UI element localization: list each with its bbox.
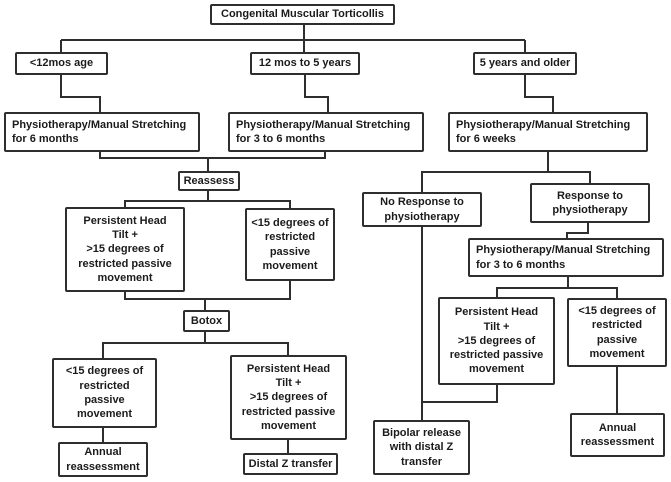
node-physio-6-weeks: Physiotherapy/Manual Stretching for 6 we… [448,112,648,152]
node-persistent-head-tilt-right: Persistent Head Tilt + >15 degrees of re… [438,297,555,385]
connector-persistent-right-merge [422,385,498,403]
node-no-response-physiotherapy: No Response to physiotherapy [362,192,482,227]
connector-response-physio [566,223,589,238]
node-age-12mos-to-5yrs: 12 mos to 5 years [250,52,360,75]
node-response-physiotherapy: Response to physiotherapy [530,183,650,223]
connector-botox-split [102,342,289,358]
connector-age2-physio [304,75,329,112]
node-annual-reassessment-left: Annual reassessment [58,442,148,477]
node-botox: Botox [183,310,230,332]
node-reassess: Reassess [178,171,240,191]
connector-physio-merge [99,152,326,159]
node-under-15-degrees-post-botox: <15 degrees of restricted passive moveme… [52,358,157,428]
node-under-15-degrees-mid: <15 degrees of restricted passive moveme… [245,208,335,281]
node-root: Congenital Muscular Torticollis [210,4,395,25]
node-age-5yrs-older: 5 years and older [473,52,577,75]
connector-response-split [421,171,591,192]
connector-right-split [496,287,618,298]
connector-age3-physio [524,75,554,112]
connector-age1-physio [60,75,101,112]
connector-reassess-split [124,200,291,208]
node-physio-3-6-months: Physiotherapy/Manual Stretching for 3 to… [228,112,424,152]
node-persistent-head-tilt-post-botox: Persistent Head Tilt + >15 degrees of re… [230,355,347,440]
node-persistent-head-tilt-mid: Persistent Head Tilt + >15 degrees of re… [65,207,185,292]
node-physio-3-6-months-right: Physiotherapy/Manual Stretching for 3 to… [468,238,664,277]
node-age-under-12mos: <12mos age [15,52,108,75]
node-under-15-degrees-right: <15 degrees of restricted passive moveme… [567,298,667,367]
node-annual-reassessment-right: Annual reassessment [570,413,665,457]
connector-botox-merge [124,281,291,300]
node-bipolar-release: Bipolar release with distal Z transfer [373,420,470,475]
node-distal-z-transfer: Distal Z transfer [243,453,338,475]
node-physio-6-months: Physiotherapy/Manual Stretching for 6 mo… [4,112,200,152]
